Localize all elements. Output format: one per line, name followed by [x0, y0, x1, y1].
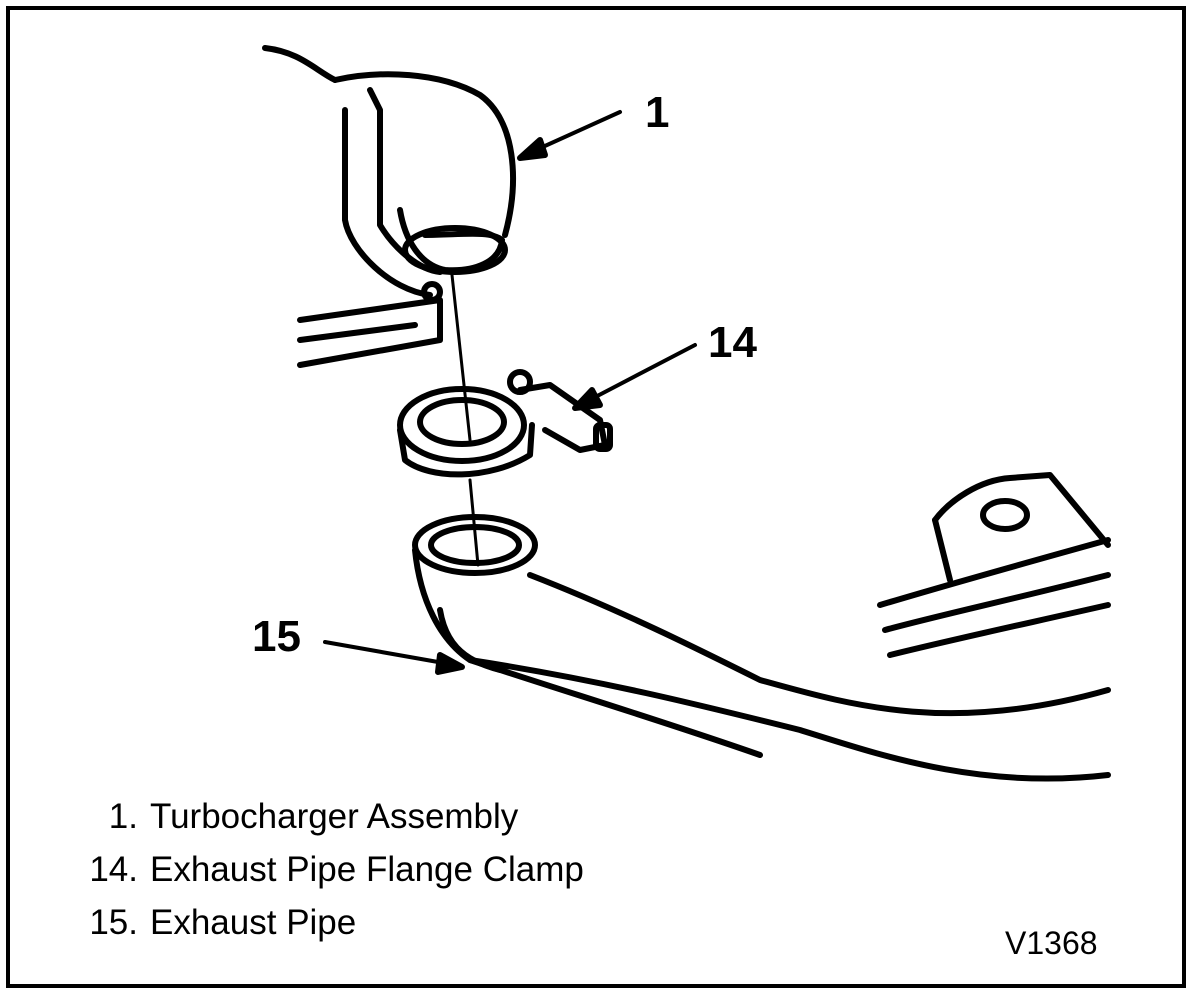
exhaust-pipe	[412, 514, 1111, 782]
legend-label: Turbocharger Assembly	[150, 797, 519, 836]
figure-code: V1368	[1005, 925, 1098, 961]
legend-label: Exhaust Pipe Flange Clamp	[150, 850, 584, 889]
callout-1: 1	[645, 88, 670, 137]
legend-number: 1.	[108, 797, 138, 836]
legend-item: 14. Exhaust Pipe Flange Clamp	[60, 843, 584, 896]
legend-item: 15. Exhaust Pipe	[60, 896, 584, 949]
legend-item: 1. Turbocharger Assembly	[60, 790, 584, 843]
diagram-frame	[6, 6, 1186, 988]
legend-number: 15.	[89, 903, 138, 942]
callout-14: 14	[708, 318, 757, 367]
legend-label: Exhaust Pipe	[150, 903, 357, 942]
legend-number: 14.	[89, 850, 138, 889]
turbocharger-assembly	[262, 45, 516, 368]
exhaust-pipe-flange-clamp	[397, 369, 613, 478]
parts-legend: 1. Turbocharger Assembly 14. Exhaust Pipe …	[60, 790, 584, 949]
callout-15: 15	[252, 612, 301, 661]
engine-bracket	[877, 472, 1111, 658]
